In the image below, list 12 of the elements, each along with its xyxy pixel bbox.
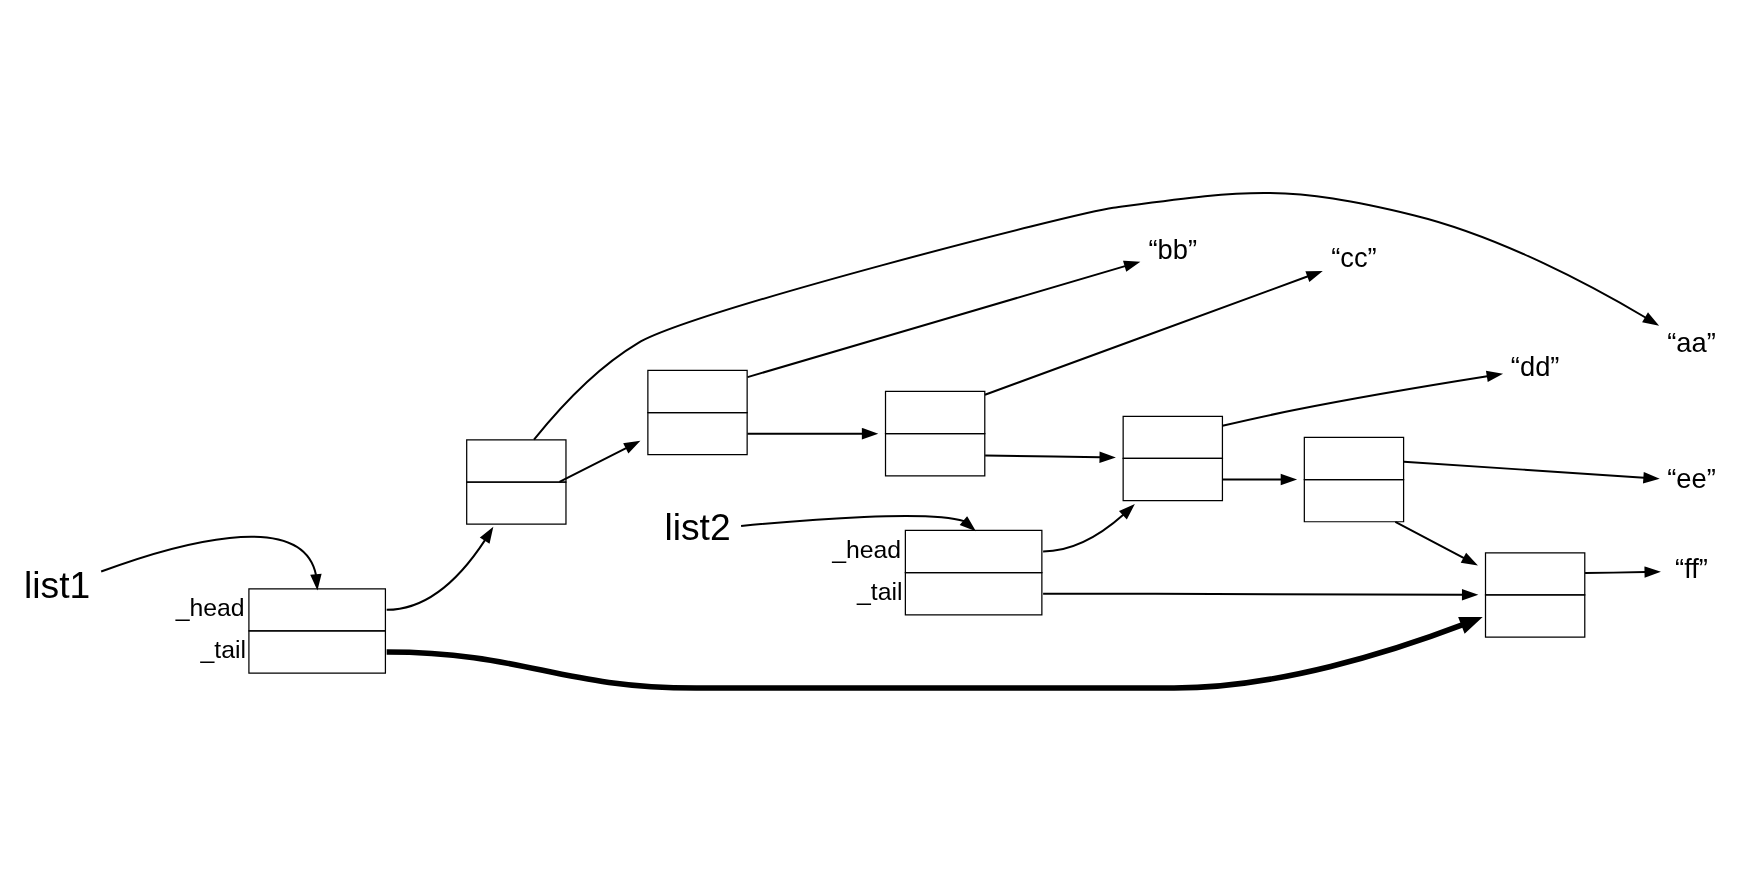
node-text: “dd” (1510, 351, 1560, 383)
node-text: list1 (24, 564, 91, 607)
node-label: _head (175, 594, 245, 622)
node-text: “ee” (1667, 462, 1716, 494)
node-text: “cc” (1331, 241, 1377, 273)
node-label: _tail (200, 636, 247, 664)
node-text: “aa” (1667, 327, 1716, 359)
node-label: _head (832, 535, 902, 563)
node-text: “bb” (1148, 234, 1198, 266)
node-text: “ff” (1675, 553, 1708, 585)
node-label: _tail (856, 577, 903, 605)
node-text: list2 (664, 505, 731, 548)
